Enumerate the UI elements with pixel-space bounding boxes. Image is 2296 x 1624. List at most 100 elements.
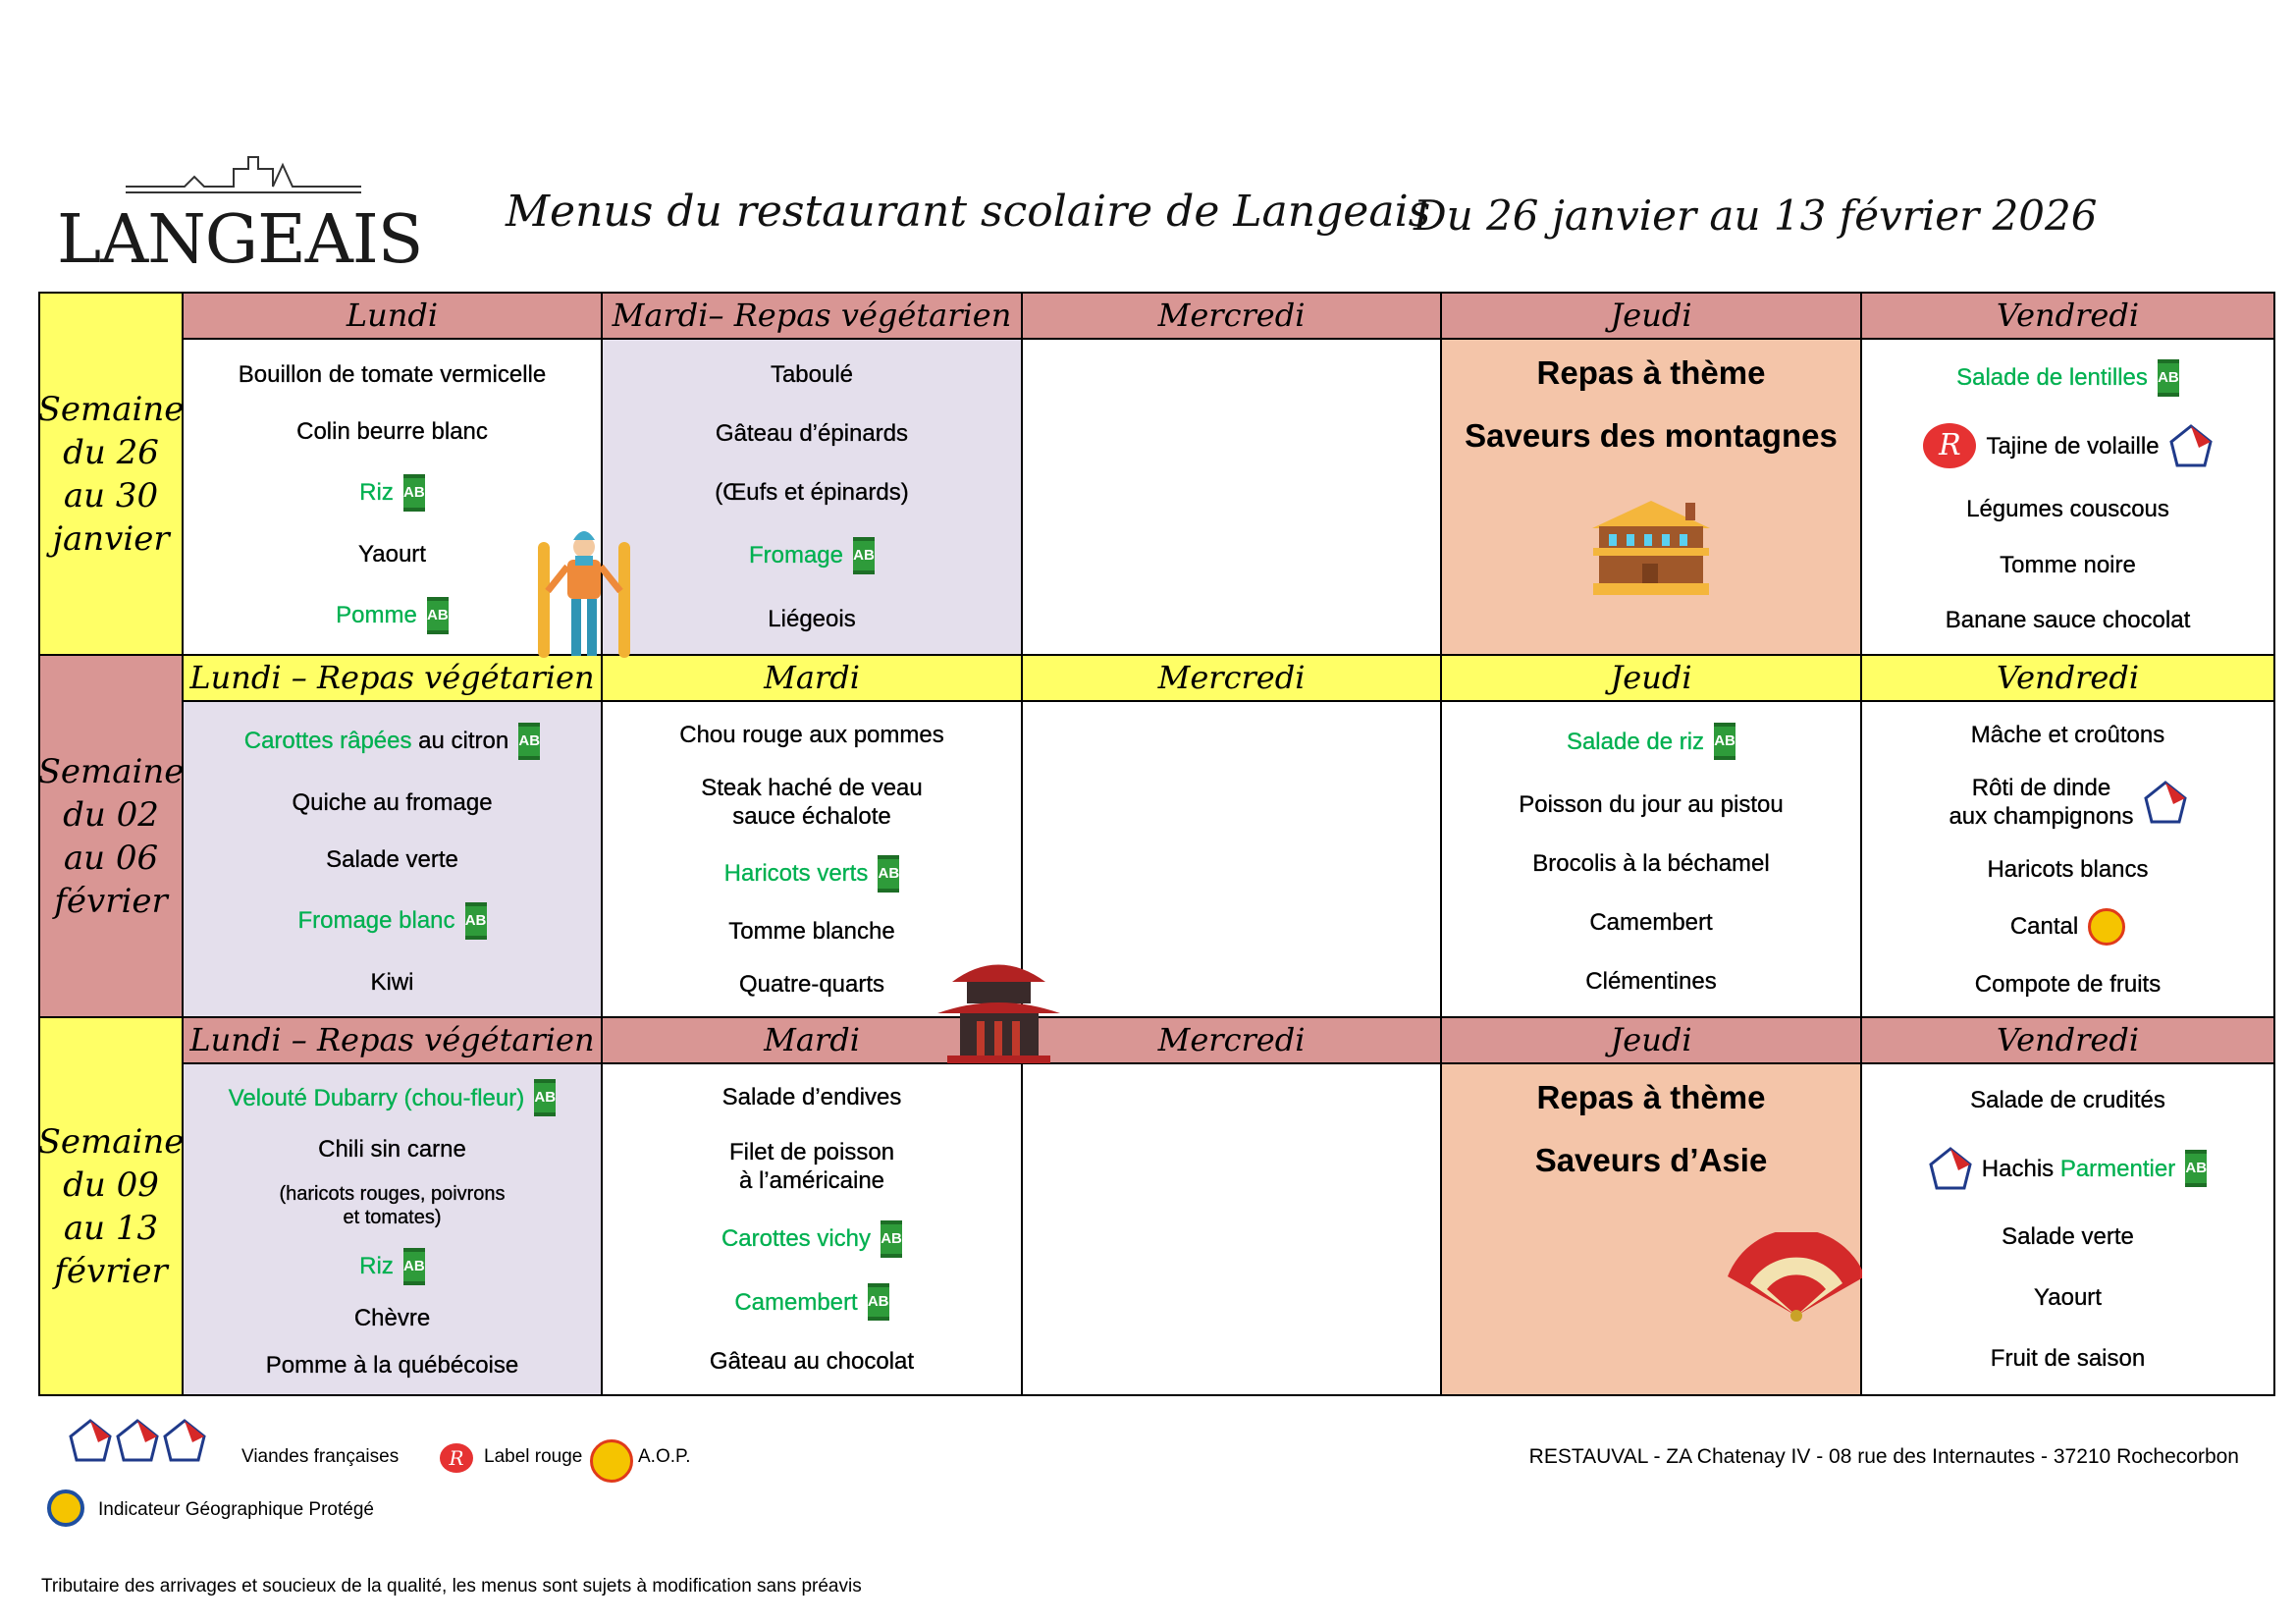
menu-item-text: Tomme blanche xyxy=(728,917,895,946)
menu-item: Saveurs d’Asie xyxy=(1535,1141,1768,1180)
menu-item-text: Riz xyxy=(359,478,394,507)
menu-item: Tomme blanche xyxy=(728,917,895,946)
dish-text: Rôti de dinde aux champignons xyxy=(1949,774,2134,830)
menu-item-text: Chili sin carne xyxy=(318,1135,466,1164)
bio-dish-text: Riz xyxy=(359,1253,394,1280)
menu-item-text: Poisson du jour au pistou xyxy=(1519,790,1784,819)
dish-text: Poisson du jour au pistou xyxy=(1519,791,1784,819)
bio-dish-text: Pomme xyxy=(336,602,417,628)
dish-text: Quatre-quarts xyxy=(738,970,885,998)
menu-item-text: Colin beurre blanc xyxy=(296,417,488,446)
date-range: Du 26 janvier au 13 février 2026 xyxy=(1414,191,2098,240)
day-header: Lundi xyxy=(184,294,603,340)
day-menu-cell xyxy=(1023,1064,1442,1396)
week-label-text: Semaine du 02 au 06 février xyxy=(37,751,185,921)
menu-item: Saveurs des montagnes xyxy=(1465,416,1838,456)
viande-porcine-francaise-icon xyxy=(116,1419,159,1462)
page-title: Menus du restaurant scolaire de Langeais xyxy=(506,187,1431,237)
bio-dish-text: Riz xyxy=(359,479,394,506)
week-label: Semaine du 02 au 06 février xyxy=(37,656,185,1018)
menu-item-text: Taboulé xyxy=(771,360,853,389)
menu-item: Yaourt xyxy=(2034,1283,2102,1312)
menu-item: (haricots rouges, poivrons et tomates) xyxy=(279,1182,505,1229)
legend-igp: Indicateur Géographique Protégé xyxy=(98,1499,374,1520)
dish-text: Haricots blancs xyxy=(1987,855,2149,883)
menu-item-text: Haricots blancs xyxy=(1987,855,2148,884)
dish-text: Légumes couscous xyxy=(1966,496,2169,523)
menu-item: Mâche et croûtons xyxy=(1971,721,2165,749)
menu-item-text: Fruit de saison xyxy=(1991,1344,2146,1373)
dish-text: Banane sauce chocolat xyxy=(1945,607,2191,634)
dish-text: Saveurs d’Asie xyxy=(1534,1142,1768,1178)
skier-icon xyxy=(538,531,630,658)
bio-dish-text: Salade de riz xyxy=(1566,728,1705,755)
ab-bio-icon: AB xyxy=(2157,358,2179,397)
menu-item-text: Velouté Dubarry (chou-fleur) xyxy=(229,1084,525,1112)
menu-item: Chili sin carne xyxy=(318,1135,466,1164)
week-label: Semaine du 09 au 13 février xyxy=(37,1018,185,1396)
dish-text: Repas à thème xyxy=(1536,1079,1766,1115)
bio-dish-text: Salade de lentilles xyxy=(1956,364,2148,392)
menu-item-text: Cantal xyxy=(2010,912,2079,941)
menu-item-text: Saveurs d’Asie xyxy=(1535,1141,1768,1180)
menu-item-text: Tajine de volaille xyxy=(1986,432,2159,460)
menu-item-text: Gâteau d’épinards xyxy=(716,419,908,448)
dish-text: Hachis xyxy=(1981,1155,2060,1182)
castle-skyline-icon xyxy=(126,156,361,193)
week-label-text: Semaine du 26 au 30 janvier xyxy=(37,389,185,559)
dish-text: Salade verte xyxy=(2002,1222,2134,1250)
bio-dish-text: Carottes vichy xyxy=(721,1225,872,1253)
volaille-francaise-icon xyxy=(163,1419,206,1462)
day-header: Vendredi xyxy=(1862,656,2275,702)
menu-item-text: Salade de crudités xyxy=(1970,1086,2165,1114)
menu-item: Gâteau au chocolat xyxy=(710,1347,914,1376)
menu-item-text: Bouillon de tomate vermicelle xyxy=(239,360,547,389)
logo-text: LANGEAIS xyxy=(57,201,423,279)
dish-text: Clémentines xyxy=(1585,967,1717,995)
week-label: Semaine du 26 au 30 janvier xyxy=(37,294,185,656)
dish-text: Steak haché de veau sauce échalote xyxy=(701,774,923,830)
dish-text: Yaourt xyxy=(358,540,426,568)
menu-item: Colin beurre blanc xyxy=(296,417,488,446)
day-header: Lundi – Repas végétarien xyxy=(184,656,603,702)
dish-text: Camembert xyxy=(1589,908,1713,936)
label-rouge-icon: R xyxy=(440,1443,473,1473)
menu-item: Banane sauce chocolat xyxy=(1946,606,2191,634)
day-header: Jeudi xyxy=(1442,1018,1862,1064)
dish-text: Chou rouge aux pommes xyxy=(679,721,944,748)
day-menu-cell xyxy=(1023,340,1442,656)
dish-text: Liégeois xyxy=(768,605,856,632)
menu-item: Pomme à la québécoise xyxy=(266,1351,519,1380)
menu-item-text: Chèvre xyxy=(354,1304,431,1332)
menu-item: Filet de poisson à l’américaine xyxy=(729,1138,894,1195)
dish-text: Repas à thème xyxy=(1536,354,1766,391)
dish-text: Kiwi xyxy=(370,968,414,996)
menu-item-text: Compote de fruits xyxy=(1975,970,2162,999)
menu-item-text: Riz xyxy=(359,1252,394,1280)
dish-text: au citron xyxy=(411,728,509,754)
menu-item-text: Camembert xyxy=(1589,908,1713,937)
restauval-address: RESTAUVAL - ZA Chatenay IV - 08 rue des … xyxy=(1528,1445,2239,1468)
menu-item: Kiwi xyxy=(370,968,413,997)
menu-item-text: Gâteau au chocolat xyxy=(710,1347,914,1376)
day-header: Mercredi xyxy=(1023,656,1442,702)
dish-text: Salade de crudités xyxy=(1970,1087,2165,1114)
menu-item-text: Filet de poisson à l’américaine xyxy=(729,1138,894,1195)
menu-item-text: Salade d’endives xyxy=(721,1083,901,1111)
week-label-text: Semaine du 09 au 13 février xyxy=(37,1121,185,1291)
menu-item: Gâteau d’épinards xyxy=(716,419,908,448)
menu-item-text: Pomme à la québécoise xyxy=(266,1351,519,1380)
dish-text: Gâteau au chocolat xyxy=(709,1347,915,1375)
menu-item-text: Salade verte xyxy=(2002,1222,2134,1251)
dish-text: Taboulé xyxy=(770,361,854,389)
menu-item: Rôti de dinde aux champignons xyxy=(1949,774,2187,831)
